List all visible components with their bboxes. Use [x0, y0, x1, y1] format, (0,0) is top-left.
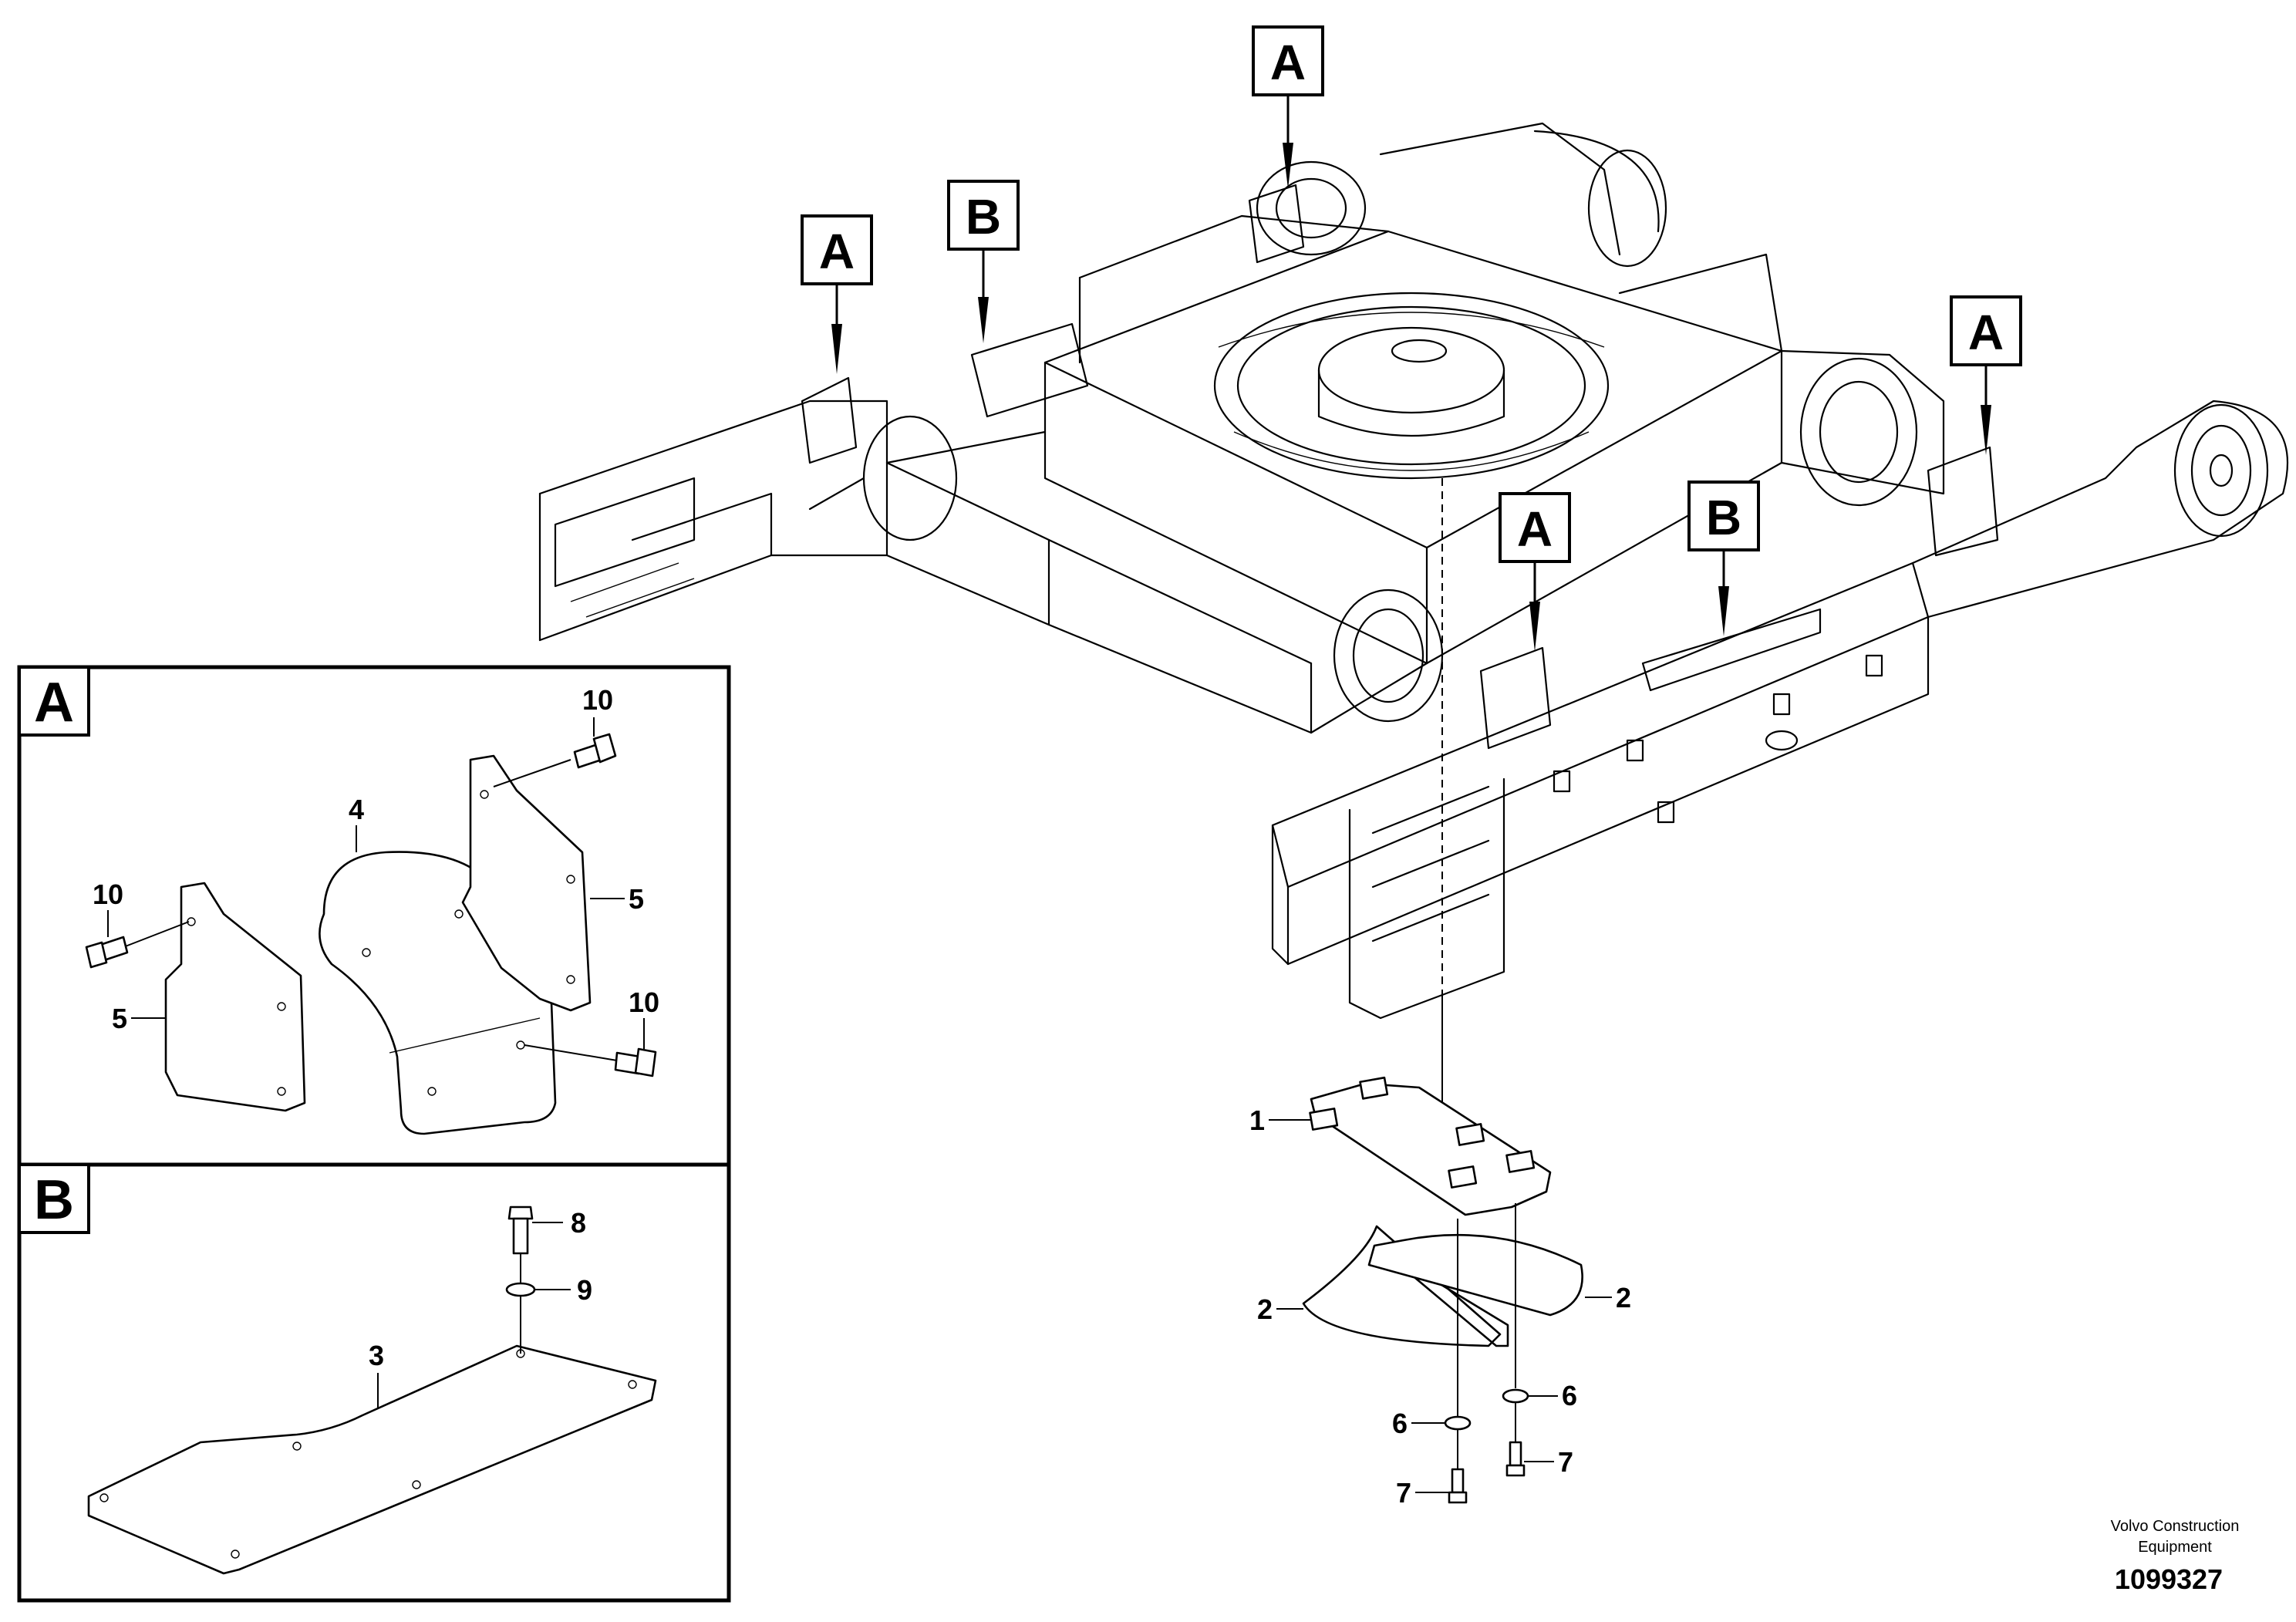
callout-1: 1: [1249, 1104, 1265, 1136]
view-callout-a-4: A: [1499, 492, 1571, 652]
callout-5-right: 5: [629, 883, 644, 915]
panel-a-title: A: [34, 672, 74, 733]
detail-panel-a: A 5 4 5 10: [17, 665, 731, 1167]
view-callout-b-1: B: [947, 180, 1020, 343]
callout-7-left: 7: [1396, 1477, 1411, 1509]
callout-10-right: 10: [629, 986, 659, 1018]
callout-10-top: 10: [582, 684, 613, 716]
view-label-b: B: [966, 189, 1001, 244]
callout-6-right: 6: [1562, 1380, 1577, 1411]
callout-5-left: 5: [112, 1003, 127, 1034]
bolt-10-right: 10: [524, 986, 659, 1077]
callout-9: 9: [577, 1274, 592, 1306]
detail-panel-b: B 3 8 9: [17, 1162, 731, 1603]
callout-3: 3: [369, 1340, 384, 1371]
view-label-a: A: [1517, 501, 1553, 557]
callout-7-right: 7: [1558, 1446, 1573, 1478]
view-callout-a-3: A: [1950, 295, 2022, 455]
view-label-a: A: [819, 224, 855, 279]
brand-line-2: Equipment: [2138, 1539, 2212, 1556]
center-exploded-parts: 1 2 2 6 6 7 7: [1249, 1076, 1631, 1509]
undercarriage-frame: [538, 122, 2289, 1020]
view-callout-b-2: B: [1687, 481, 1760, 636]
callout-4: 4: [349, 794, 364, 825]
bolt-10-top: 10: [493, 684, 617, 787]
view-label-a: A: [1270, 35, 1306, 90]
brand-line-1: Volvo Construction: [2111, 1518, 2240, 1535]
callout-10-left: 10: [93, 878, 123, 910]
figure-number: 1099327: [2115, 1563, 2223, 1595]
view-callout-a-1: A: [1252, 25, 1324, 189]
callout-8: 8: [571, 1207, 586, 1239]
panel-b-title: B: [34, 1169, 74, 1231]
view-label-a: A: [1968, 305, 2004, 360]
view-label-b: B: [1706, 490, 1741, 545]
callout-2-left: 2: [1257, 1293, 1273, 1325]
bolt-10-left: 10: [85, 878, 190, 969]
view-callout-a-2: A: [801, 214, 873, 374]
callout-2-right: 2: [1616, 1282, 1631, 1313]
callout-6-left: 6: [1392, 1408, 1408, 1439]
footer-brand: Volvo Construction Equipment 1099327: [2111, 1518, 2240, 1595]
